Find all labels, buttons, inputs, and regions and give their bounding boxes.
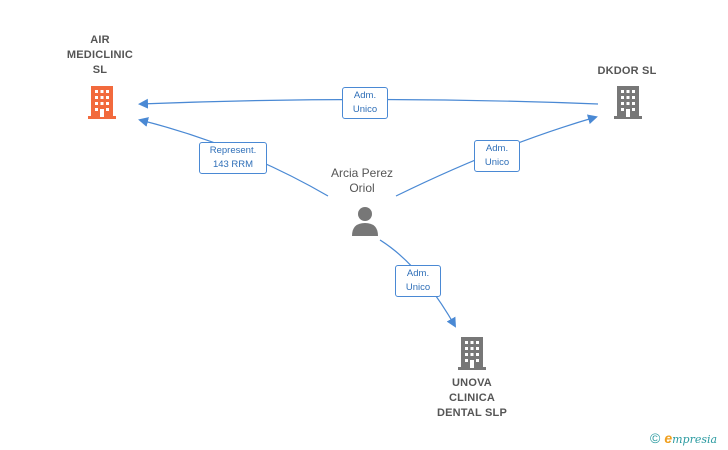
edge-label-person-dkdor[interactable]: Adm. Unico: [474, 140, 520, 172]
brand-logo-text: mpresia: [672, 433, 718, 446]
edge-label-person-air[interactable]: Represent. 143 RRM: [199, 142, 267, 174]
person-icon[interactable]: [350, 205, 380, 242]
building-icon[interactable]: [86, 84, 118, 125]
brand-logo[interactable]: empresia: [664, 430, 717, 446]
node-label-person: Arcia Perez Oriol: [330, 166, 394, 195]
footer-brand: © empresia: [650, 430, 717, 446]
node-label-air-mediclinic: AIR MEDICLINIC SL: [66, 34, 134, 76]
copyright-symbol: ©: [650, 430, 661, 446]
edge-label-dkdor-air[interactable]: Adm. Unico: [342, 87, 388, 119]
building-icon[interactable]: [612, 84, 644, 125]
node-label-dkdor: DKDOR SL: [597, 65, 657, 77]
edge-label-person-unova[interactable]: Adm. Unico: [395, 265, 441, 297]
brand-logo-letter: e: [664, 430, 673, 446]
building-icon[interactable]: [456, 335, 488, 376]
node-label-unova: UNOVA CLINICA DENTAL SLP: [436, 377, 508, 419]
